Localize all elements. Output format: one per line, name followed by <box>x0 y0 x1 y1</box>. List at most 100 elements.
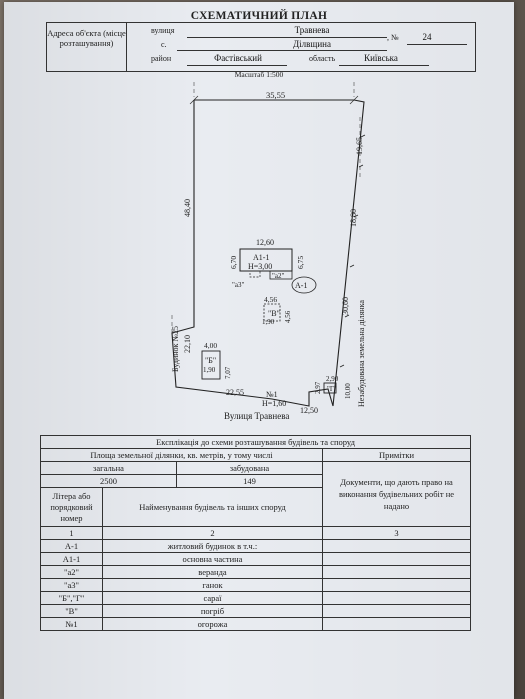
dim-right-lower: 30,60 <box>341 297 350 315</box>
v-label: "В" <box>268 309 280 318</box>
dim-house-right: 6,75 <box>296 256 305 269</box>
shed-b-outline <box>201 350 221 380</box>
dim-bottom-right: 12,50 <box>300 406 318 415</box>
village-value: Ділвщина <box>293 39 331 49</box>
village-prefix: с. <box>161 40 167 49</box>
fence-label: №1 <box>266 390 278 399</box>
table-row: "а3" ганок <box>40 578 472 592</box>
house-height: Н=3,00 <box>248 262 272 271</box>
region-value: Київська <box>364 53 398 63</box>
dim-bottom-left: 22,55 <box>226 388 244 397</box>
table-area-row: 2500 149 <box>40 474 471 488</box>
col-num: 1 <box>40 526 103 540</box>
dim-g-top: 2,90 <box>326 375 339 383</box>
shed-g-outline <box>323 382 337 394</box>
row-name: огорожа <box>102 617 323 631</box>
dim-top: 35,55 <box>266 90 285 100</box>
row-note <box>321 539 472 553</box>
dim-right-mid: 18,80 <box>349 209 358 227</box>
dim-house-top: 12,60 <box>256 238 274 247</box>
table-row: "В" погріб <box>40 604 472 618</box>
col-name-header: Найменування будівель та інших споруд <box>102 487 323 527</box>
table-columns-row: Літера або порядковий номер Найменування… <box>40 487 471 527</box>
row-name: сараї <box>102 591 323 605</box>
region-underline <box>339 65 429 66</box>
dim-v-inner: 1,90 <box>262 318 275 326</box>
row-letter: "В" <box>40 604 103 618</box>
table-subheader-row: загальна забудована Документи, що дають … <box>40 461 472 527</box>
dim-house-left: 6,70 <box>229 256 238 269</box>
document-page: СХЕМАТИЧНИЙ ПЛАН Адреса об'єкта (місце р… <box>4 2 514 699</box>
explication-table: Експлікація до схеми розташування будіве… <box>39 435 472 631</box>
table-row: А1-1 основна частина <box>40 552 472 566</box>
right-neighbor-label: Незабудована земельна ділянка <box>357 300 366 407</box>
house-label: А1-1 <box>253 253 269 262</box>
dim-b-inner: 1,90 <box>203 366 216 374</box>
table-caption-row: Експлікація до схеми розташування будіве… <box>39 435 472 449</box>
dim-left-lower: 22,10 <box>183 335 192 353</box>
row-note <box>321 578 472 592</box>
row-letter: А1-1 <box>40 552 103 566</box>
street-underline <box>187 37 387 38</box>
dim-v-right: 4,56 <box>284 310 292 323</box>
g-label: "Г" <box>327 385 337 393</box>
table-row: "а2" веранда <box>40 565 472 579</box>
built-header: забудована <box>176 461 323 475</box>
table-numbers-row: 1 2 3 <box>40 526 472 540</box>
address-label: Адреса об'єкта (місце розташування) <box>47 23 127 71</box>
area-header: Площа земельної ділянки, кв. метрів, у т… <box>40 448 323 462</box>
total-value: 2500 <box>40 474 177 488</box>
left-neighbor-label: Будинок №25 <box>171 326 180 372</box>
table-row: №1 огорожа <box>40 617 472 631</box>
notes-header: Примітки <box>321 448 472 462</box>
col-letter-header: Літера або порядковий номер <box>40 487 103 527</box>
house-outline <box>239 248 293 272</box>
street-value: Травнева <box>294 25 330 35</box>
row-name: веранда <box>102 565 323 579</box>
fence-height: Н=1,60 <box>262 399 286 408</box>
house-underline <box>407 44 467 45</box>
cellar-outline <box>263 303 281 322</box>
row-note <box>321 552 472 566</box>
row-name: погріб <box>102 604 323 618</box>
region-prefix: область <box>309 54 336 63</box>
district-value: Фастівський <box>214 53 262 63</box>
row-name: основна частина <box>102 552 323 566</box>
dim-small-a: 2,97 <box>314 381 322 394</box>
street-label: Вулиця Травнева <box>224 411 289 421</box>
row-name: ганок <box>102 578 323 592</box>
table-row: "Б","Г" сараї <box>40 591 472 605</box>
table-row: А-1 житловий будинок в т.ч.: <box>40 539 472 553</box>
a2-label: "а2" <box>272 272 284 280</box>
dim-left: 48,40 <box>183 199 192 217</box>
row-note <box>321 604 472 618</box>
col-num: 2 <box>102 526 323 540</box>
house-value: 24 <box>422 32 432 42</box>
district-prefix: район <box>151 54 172 63</box>
table-header-row: Площа земельної ділянки, кв. метрів, у т… <box>40 448 472 462</box>
page-title: СХЕМАТИЧНИЙ ПЛАН <box>190 10 328 22</box>
total-header: загальна <box>40 461 177 475</box>
scale-label: Масштаб 1:500 <box>234 70 284 79</box>
row-note <box>321 617 472 631</box>
a3-label: "а3" <box>232 281 244 289</box>
col-num: 3 <box>321 526 472 540</box>
dim-v-top: 4,56 <box>264 295 277 304</box>
dim-b-right: 7,07 <box>224 366 232 379</box>
site-plan: 35,55 19,65 18,80 30,60 48,40 22,10 Буди… <box>171 82 366 421</box>
row-name: житловий будинок в т.ч.: <box>102 539 323 553</box>
row-letter: "а3" <box>40 578 103 592</box>
dim-right-upper: 19,65 <box>355 137 364 155</box>
veranda-outline <box>269 270 293 280</box>
dim-small-b: 10,00 <box>344 383 352 399</box>
a1-circle-label: А-1 <box>295 281 307 290</box>
porch-outline <box>249 270 261 278</box>
row-letter: "а2" <box>40 565 103 579</box>
district-underline <box>187 65 287 66</box>
parcel-boundary <box>171 99 365 407</box>
a1-circle <box>291 276 317 294</box>
table-caption: Експлікація до схеми розташування будіве… <box>39 435 472 449</box>
address-block: Адреса об'єкта (місце розташування) вули… <box>46 22 476 72</box>
row-note <box>321 565 472 579</box>
dim-b-top: 4,00 <box>204 341 217 350</box>
